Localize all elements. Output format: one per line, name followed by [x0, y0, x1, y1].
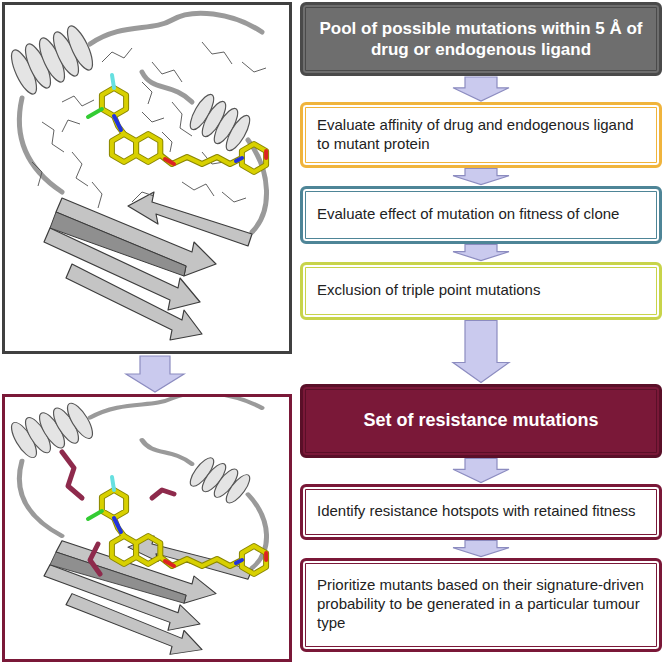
panel-arrow [126, 356, 184, 392]
header-box: Pool of possible mutations within 5 Å of… [300, 2, 662, 76]
illustration-polyline [172, 102, 192, 136]
box-text: Exclusion of triple point mutations [317, 281, 645, 300]
flow-arrow [453, 321, 509, 383]
process-box: Prioritize mutants based on their signat… [300, 558, 662, 652]
flow-arrow [453, 459, 509, 483]
process-box: Exclusion of triple point mutations [300, 262, 662, 320]
flow-arrow [453, 245, 509, 261]
illustration-polyline [142, 112, 164, 122]
illustration-use [88, 477, 266, 574]
process-box: Evaluate affinity of drug and endogenous… [300, 102, 662, 168]
illustration-g [88, 477, 266, 574]
illustration-polyline [62, 96, 94, 106]
flow-arrow [453, 77, 509, 101]
illustration-g [32, 42, 266, 208]
process-box: Identify resistance hotspots with retain… [300, 484, 662, 540]
illustration-polyline [152, 62, 182, 82]
illustration-polyline [102, 48, 132, 62]
flow-arrow [453, 169, 509, 185]
illustration-polyline [42, 122, 64, 152]
illustration-use [7, 394, 267, 654]
box-text: Prioritize mutants based on their signat… [317, 576, 645, 632]
illustration-polyline [162, 132, 172, 152]
illustration-use [88, 75, 266, 172]
illustration-polyline [242, 62, 266, 72]
box-text: Evaluate effect of mutation on fitness o… [317, 205, 645, 224]
box-text: Set of resistance mutations [317, 409, 645, 432]
illustration-rect [4, 396, 291, 661]
illustration-polyline [202, 42, 232, 64]
box-text: Evaluate affinity of drug and endogenous… [317, 116, 645, 154]
illustration-polyline [182, 182, 214, 196]
box-text: Identify resistance hotspots with retain… [317, 502, 645, 521]
illustration-polyline [142, 82, 152, 104]
process-box: Evaluate effect of mutation on fitness o… [300, 186, 662, 244]
illustration-polyline [90, 544, 100, 574]
illustration-polyline [222, 192, 246, 202]
illustration-polyline [152, 490, 174, 498]
illustration-rect [4, 4, 291, 353]
box-text: Pool of possible mutations within 5 Å of… [317, 18, 645, 61]
illustration-polyline [62, 120, 80, 132]
illustration-polyline [132, 192, 154, 202]
illustration-polyline [32, 162, 42, 186]
illustration-polyline [72, 152, 88, 186]
flow-arrow [453, 541, 509, 557]
protein-illustration [2, 2, 292, 354]
illustration-polyline [92, 182, 102, 208]
illustration-polyline [62, 452, 82, 498]
illustration-g [7, 394, 267, 654]
result-box: Set of resistance mutations [300, 384, 662, 458]
resistance-illustration [2, 394, 292, 662]
illustration-use [7, 13, 267, 340]
